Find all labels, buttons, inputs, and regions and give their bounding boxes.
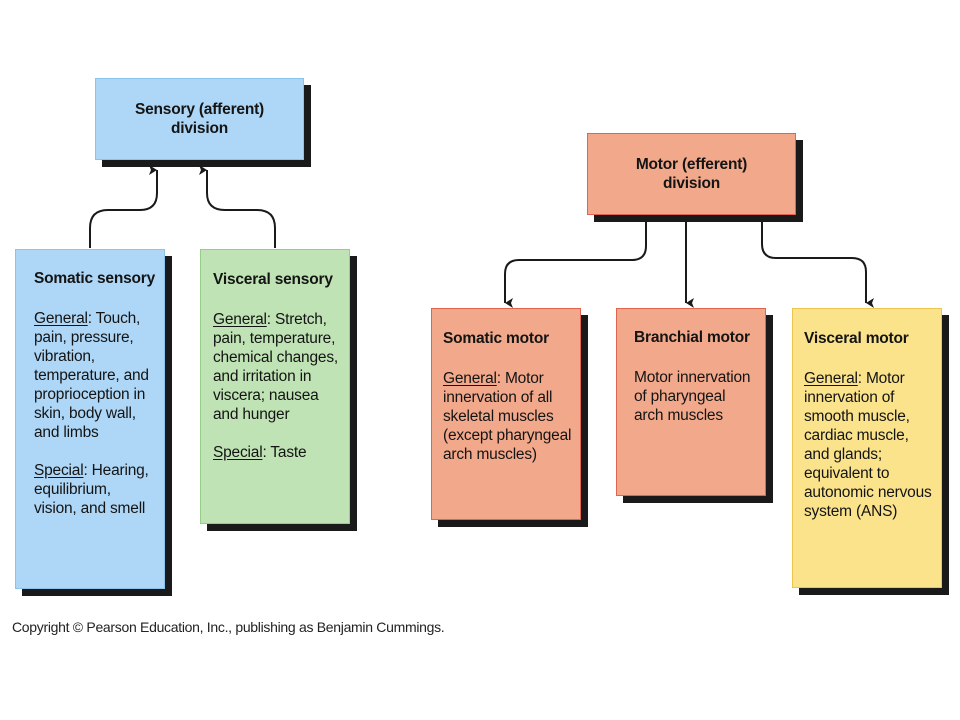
- special-label: Special: [213, 444, 263, 461]
- visceral-motor-box: Visceral motor General: Motor innervatio…: [792, 308, 942, 588]
- visceral-sensory-special: Special: Taste: [213, 443, 343, 462]
- sensory-division-subtitle: division: [171, 120, 228, 137]
- somatic-sensory-special: Special: Hearing, equilibrium, vision, a…: [34, 461, 156, 518]
- visceral-sensory-title: Visceral sensory: [213, 271, 333, 288]
- copyright-notice: Copyright © Pearson Education, Inc., pub…: [12, 619, 445, 635]
- arrow-motor-to-somatic-motor: [504, 218, 647, 308]
- special-text: : Hearing, equilibrium, vision, and smel…: [34, 462, 149, 517]
- general-label: General: [804, 370, 858, 387]
- somatic-motor-box: Somatic motor General: Motor innervation…: [431, 308, 581, 520]
- visceral-sensory-general: General: Stretch, pain, temperature, che…: [213, 310, 343, 424]
- branchial-motor-title: Branchial motor: [634, 329, 750, 346]
- general-label: General: [213, 311, 267, 328]
- arrow-motor-to-visceral-motor: [761, 218, 874, 308]
- branchial-motor-box: Branchial motor Motor innervation of pha…: [616, 308, 766, 496]
- visceral-sensory-box: Visceral sensory General: Stretch, pain,…: [200, 249, 350, 524]
- special-label: Special: [34, 462, 84, 479]
- somatic-sensory-title: Somatic sensory: [34, 270, 156, 287]
- general-text: : Touch, pain, pressure, vibration, temp…: [34, 310, 149, 441]
- motor-division-title: Motor (efferent): [635, 156, 748, 173]
- general-label: General: [34, 310, 88, 327]
- sensory-division-box: Sensory (afferent) division: [95, 78, 304, 160]
- visceral-motor-title: Visceral motor: [804, 330, 909, 347]
- arrow-visceral-to-sensory: [199, 165, 276, 248]
- somatic-motor-general: General: Motor innervation of all skelet…: [443, 369, 574, 464]
- somatic-motor-title: Somatic motor: [443, 330, 549, 347]
- general-text: : Stretch, pain, temperature, chemical c…: [213, 311, 338, 423]
- general-text: : Motor innervation of all skeletal musc…: [443, 370, 572, 463]
- general-label: General: [443, 370, 497, 387]
- somatic-sensory-general: General: Touch, pain, pressure, vibratio…: [34, 309, 156, 442]
- branchial-motor-text: Motor innervation of pharyngeal arch mus…: [634, 369, 751, 424]
- sensory-division-title: Sensory (afferent): [134, 101, 265, 118]
- motor-division-subtitle: division: [663, 175, 720, 192]
- arrow-somatic-to-sensory: [89, 165, 158, 248]
- visceral-motor-general: General: Motor innervation of smooth mus…: [804, 369, 935, 521]
- general-text: : Motor innervation of smooth muscle, ca…: [804, 370, 932, 520]
- motor-division-box: Motor (efferent) division: [587, 133, 796, 215]
- special-text: : Taste: [262, 444, 307, 461]
- somatic-sensory-box: Somatic sensory General: Touch, pain, pr…: [15, 249, 165, 589]
